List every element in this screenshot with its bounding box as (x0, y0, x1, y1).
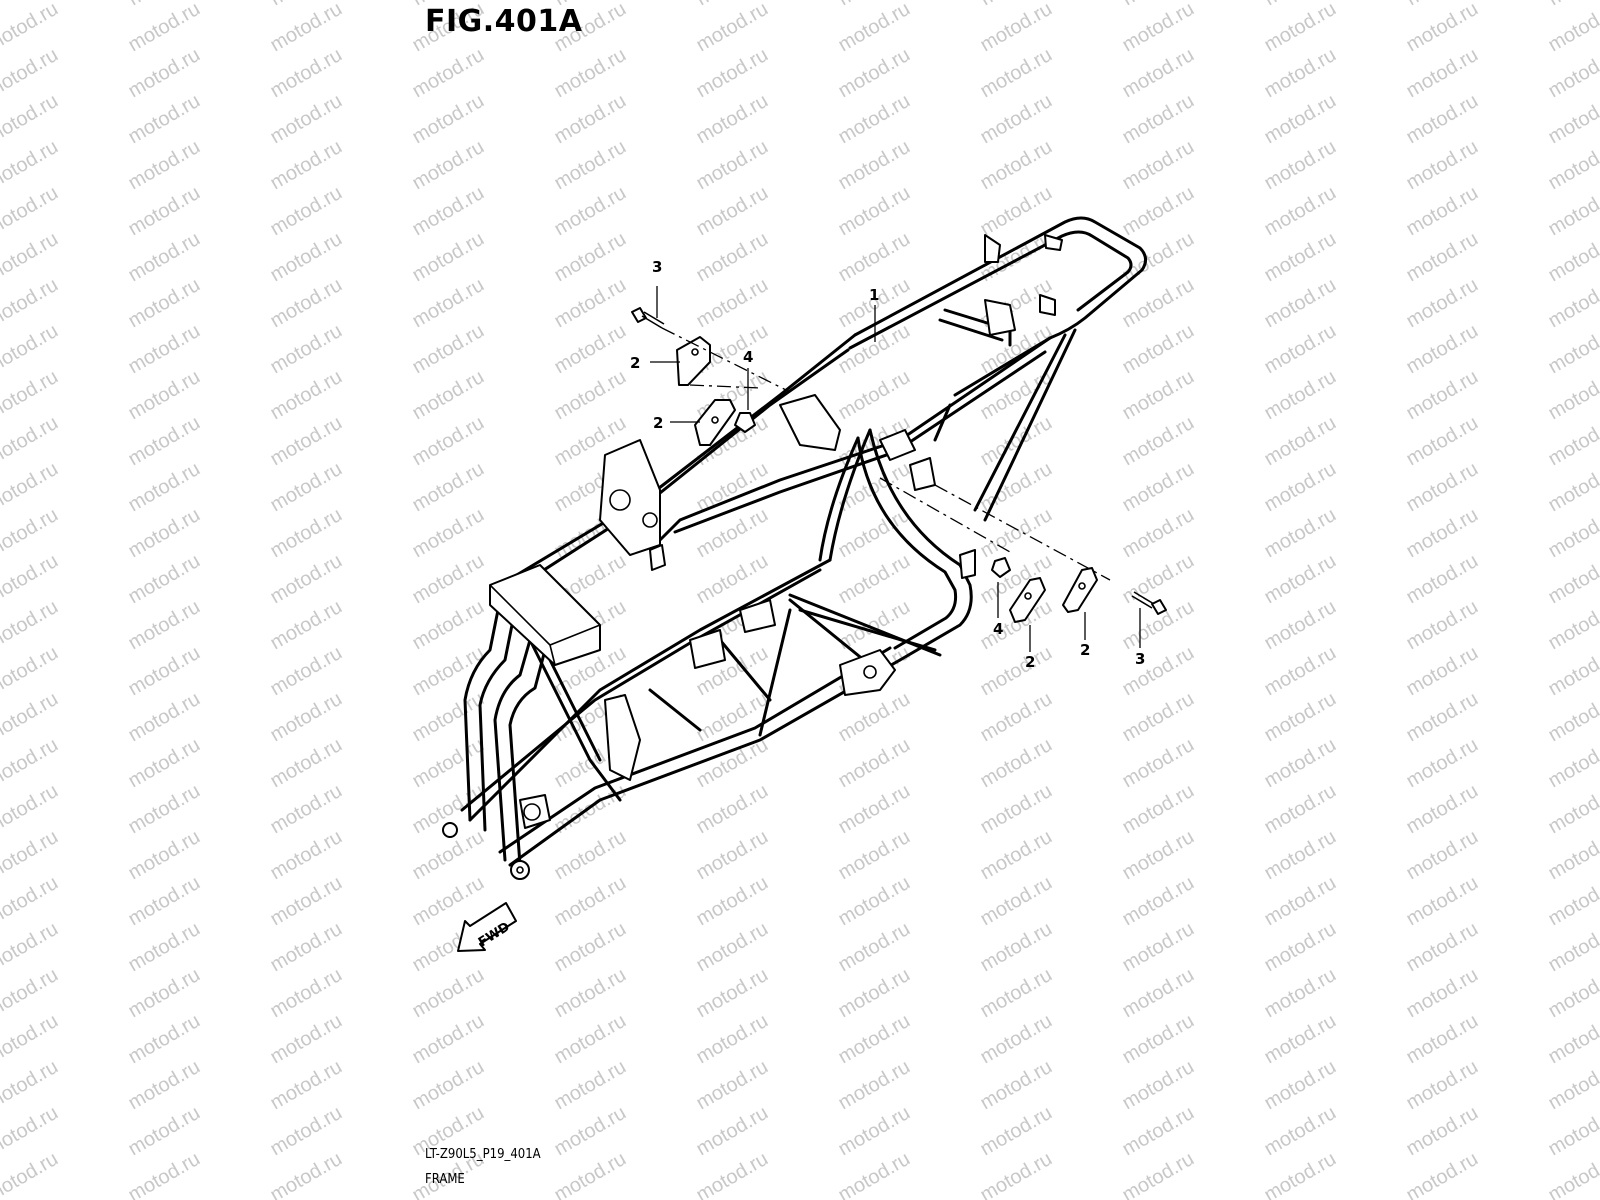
mount-hardware-right (879, 477, 1167, 623)
callout-2: 2 (630, 354, 640, 372)
watermark-text: motod.ru (0, 1148, 62, 1200)
frame-assembly (442, 216, 1147, 880)
mount-hardware-left (631, 307, 791, 446)
callout-4: 4 (993, 620, 1003, 638)
callout-3: 3 (1135, 650, 1145, 668)
leader-lines (650, 286, 1141, 652)
callout-2: 2 (1025, 653, 1035, 671)
callout-2: 2 (1080, 641, 1090, 659)
callout-4: 4 (743, 348, 753, 366)
diagram-caption: FRAME (425, 1172, 465, 1187)
callout-2: 2 (653, 414, 663, 432)
watermark-text: motod.ru (1545, 0, 1600, 10)
diagram-code: LT-Z90L5_P19_401A (425, 1147, 541, 1162)
watermark-text: motod.ru (1545, 0, 1600, 56)
figure-title: FIG.401A (425, 4, 583, 39)
fwd-arrow-icon: FWD (457, 902, 517, 952)
callout-1: 1 (869, 286, 879, 304)
callouts: 1 2 2 2 2 3 3 4 4 (630, 258, 1145, 671)
callout-3: 3 (652, 258, 662, 276)
